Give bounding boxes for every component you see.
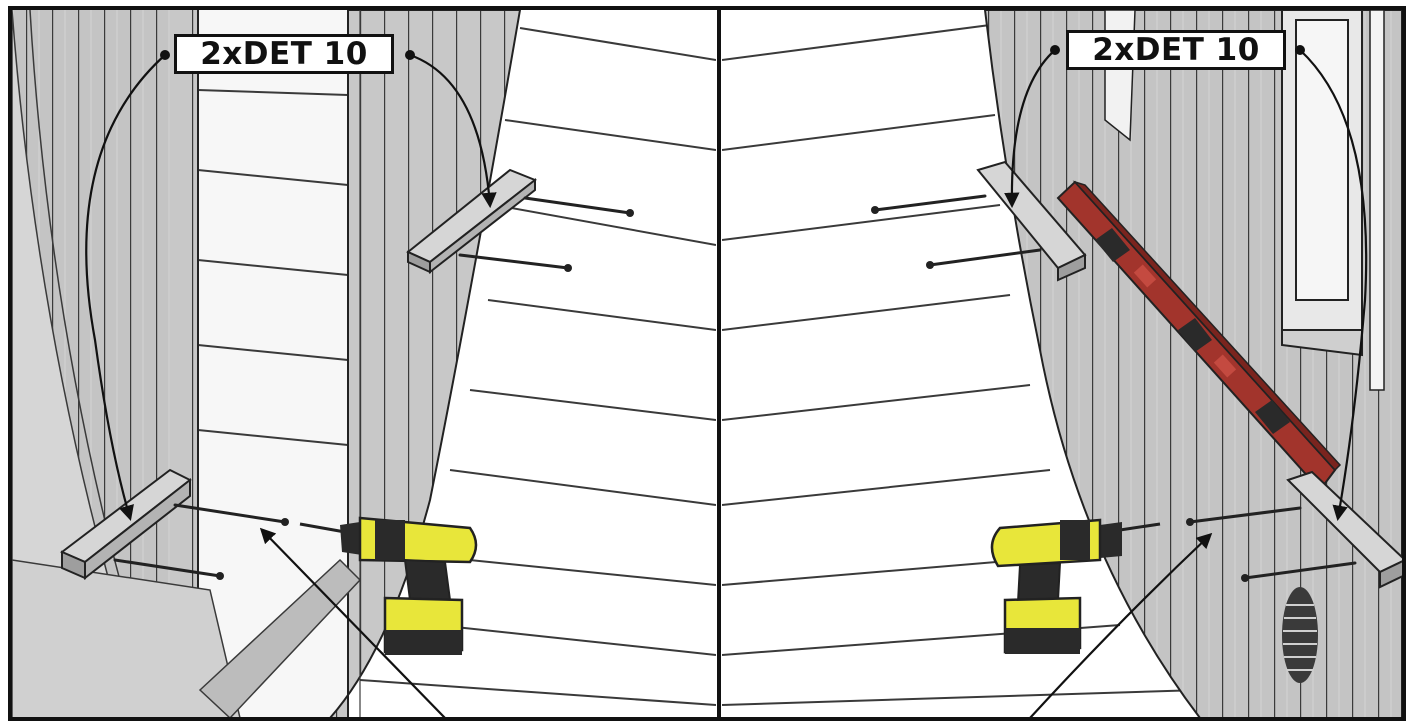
right-panel <box>722 10 1405 718</box>
left-panel <box>12 10 716 718</box>
callout-right-det10: 2xDET 10 <box>1066 30 1286 70</box>
right-vent <box>1282 587 1318 683</box>
callout-left-det10: 2xDET 10 <box>174 34 394 74</box>
